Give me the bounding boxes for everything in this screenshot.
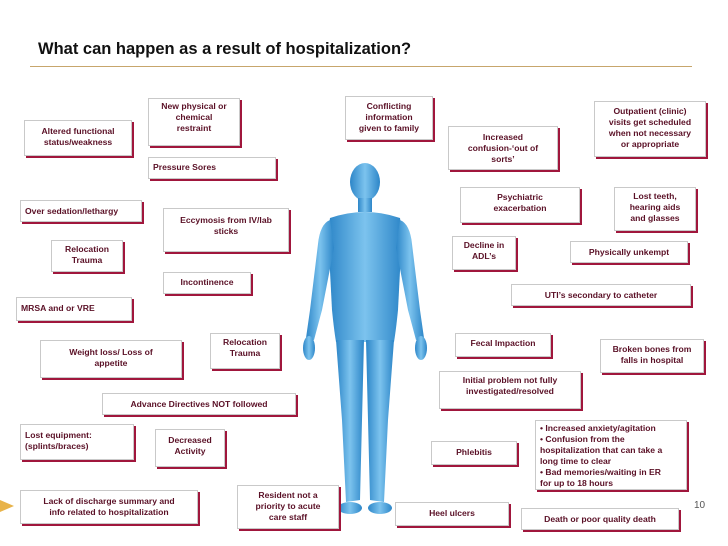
- item-heel-ulcers: Heel ulcers: [395, 502, 509, 526]
- item-anxiety-list: • Increased anxiety/agitation • Confusio…: [535, 420, 687, 490]
- item-death: Death or poor quality death: [521, 508, 679, 530]
- human-figure-icon: [303, 163, 427, 514]
- item-altered-functional: Altered functional status/weakness: [24, 120, 132, 156]
- item-resident-priority: Resident not a priority to acute care st…: [237, 485, 339, 529]
- item-advance-directives: Advance Directives NOT followed: [102, 393, 296, 415]
- item-increased-confusion: Increased confusion-‘out of sorts’: [448, 126, 558, 170]
- slide-title: What can happen as a result of hospitali…: [38, 40, 412, 58]
- item-mrsa: MRSA and or VRE: [16, 297, 132, 321]
- item-psychiatric: Psychiatric exacerbation: [460, 187, 580, 223]
- item-relocation-trauma-left: Relocation Trauma: [51, 240, 123, 272]
- item-lost-equipment: Lost equipment: (splints/braces): [20, 424, 134, 460]
- item-new-restraint: New physical or chemical restraint: [148, 98, 240, 146]
- item-fecal-impaction: Fecal Impaction: [455, 333, 551, 357]
- page-number: 10: [694, 500, 706, 511]
- item-uti: UTI’s secondary to catheter: [511, 284, 691, 306]
- item-decline-adls: Decline in ADL’s: [452, 236, 516, 270]
- item-over-sedation: Over sedation/lethargy: [20, 200, 142, 222]
- item-weight-loss: Weight loss/ Loss of appetite: [40, 340, 182, 378]
- item-pressure-sores: Pressure Sores: [148, 157, 276, 179]
- item-incontinence: Incontinence: [163, 272, 251, 294]
- item-lack-discharge: Lack of discharge summary and info relat…: [20, 490, 198, 524]
- item-physically-unkempt: Physically unkempt: [570, 241, 688, 263]
- item-conflicting-info: Conflicting information given to family: [345, 96, 433, 140]
- item-lost-teeth: Lost teeth, hearing aids and glasses: [614, 187, 696, 231]
- item-relocation-trauma-center: Relocation Trauma: [210, 333, 280, 369]
- footer-arrow-decoration: [0, 500, 14, 512]
- item-broken-bones: Broken bones from falls in hospital: [600, 339, 704, 373]
- item-ecchymosis: Eccymosis from IV/lab sticks: [163, 208, 289, 252]
- title-underline: [30, 66, 692, 67]
- item-phlebitis: Phlebitis: [431, 441, 517, 465]
- item-initial-problem: Initial problem not fully investigated/r…: [439, 371, 581, 409]
- item-outpatient: Outpatient (clinic) visits get scheduled…: [594, 101, 706, 157]
- item-decreased-activity: Decreased Activity: [155, 429, 225, 467]
